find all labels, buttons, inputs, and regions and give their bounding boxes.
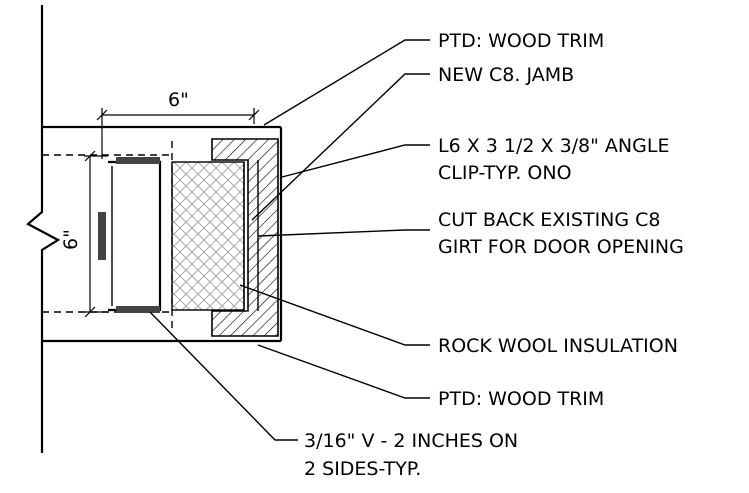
- callout-weld-line1: 3/16" V - 2 INCHES ON: [304, 430, 518, 452]
- callout-wood-trim-top: PTD: WOOD TRIM: [438, 30, 604, 52]
- callout-weld-line2: 2 SIDES-TYP.: [304, 458, 421, 480]
- leader-angle: [281, 144, 430, 178]
- leader-wood-trim-bottom: [257, 344, 430, 399]
- leader-insulation: [239, 284, 430, 346]
- callout-cut-back-line1: CUT BACK EXISTING C8: [438, 209, 661, 231]
- rock-wool-insulation: [171, 161, 245, 311]
- leader-wood-trim-top: [263, 39, 430, 126]
- c8-channel: [98, 157, 162, 313]
- leader-cut-back: [257, 229, 430, 237]
- leader-weld: [149, 311, 298, 441]
- callout-cut-back-line2: GIRT FOR DOOR OPENING: [438, 236, 684, 258]
- leaders: [149, 39, 430, 441]
- horizontal-dimension: [96, 108, 260, 159]
- callout-angle-line1: L6 X 3 1/2 X 3/8" ANGLE: [438, 135, 669, 157]
- wood-trim: [42, 125, 283, 343]
- vertical-dimension: [84, 150, 108, 318]
- callout-angle-line2: CLIP-TYP. ONO: [438, 162, 572, 184]
- callout-jamb: NEW C8. JAMB: [438, 64, 574, 86]
- horizontal-dimension-label: 6": [168, 89, 189, 111]
- vertical-dimension-label: 6": [60, 229, 82, 250]
- callout-insulation: ROCK WOOL INSULATION: [438, 335, 678, 357]
- wall-line: [26, 5, 61, 453]
- callout-wood-trim-bottom: PTD: WOOD TRIM: [438, 388, 604, 410]
